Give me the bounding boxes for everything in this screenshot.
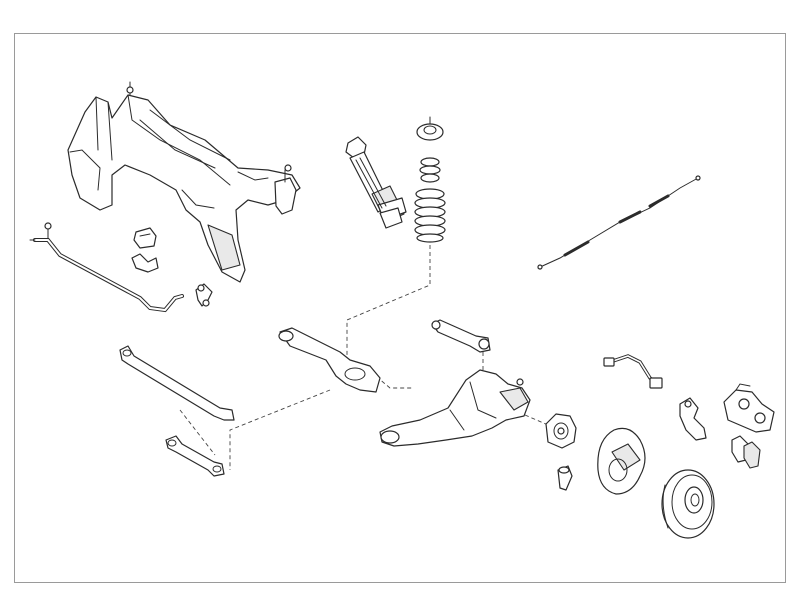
guide-knuckle-hub bbox=[524, 414, 556, 429]
bump-stop bbox=[419, 157, 441, 183]
coil-spring bbox=[414, 188, 446, 243]
brake-dust-shield bbox=[597, 427, 646, 495]
guide-spring-to-arm bbox=[346, 245, 431, 355]
guide-tierod-pair bbox=[179, 409, 216, 456]
subframe-crossmember bbox=[67, 81, 301, 283]
brake-hose bbox=[603, 354, 663, 389]
tie-rod-long bbox=[119, 345, 235, 421]
shock-absorber bbox=[345, 136, 407, 229]
brake-disc bbox=[661, 469, 715, 539]
hub-bolt bbox=[557, 465, 573, 491]
anti-roll-bar-bushing bbox=[133, 227, 157, 249]
anti-roll-bar-link bbox=[195, 283, 213, 307]
guide-trailing-to-tierod bbox=[229, 389, 331, 470]
diagram-frame bbox=[14, 33, 786, 583]
caliper-bracket bbox=[679, 397, 707, 441]
strut-top-mount bbox=[416, 116, 444, 141]
lower-control-arm bbox=[278, 327, 381, 393]
anti-roll-bar-clamp bbox=[131, 253, 159, 273]
handbrake-cable bbox=[537, 175, 701, 270]
upper-control-arm bbox=[431, 319, 491, 353]
anti-roll-bar bbox=[29, 222, 184, 313]
brake-caliper bbox=[723, 383, 775, 433]
trailing-arm bbox=[379, 369, 531, 447]
brake-pads bbox=[731, 435, 761, 469]
wheel-hub bbox=[545, 413, 577, 449]
tie-rod-short bbox=[165, 435, 225, 477]
